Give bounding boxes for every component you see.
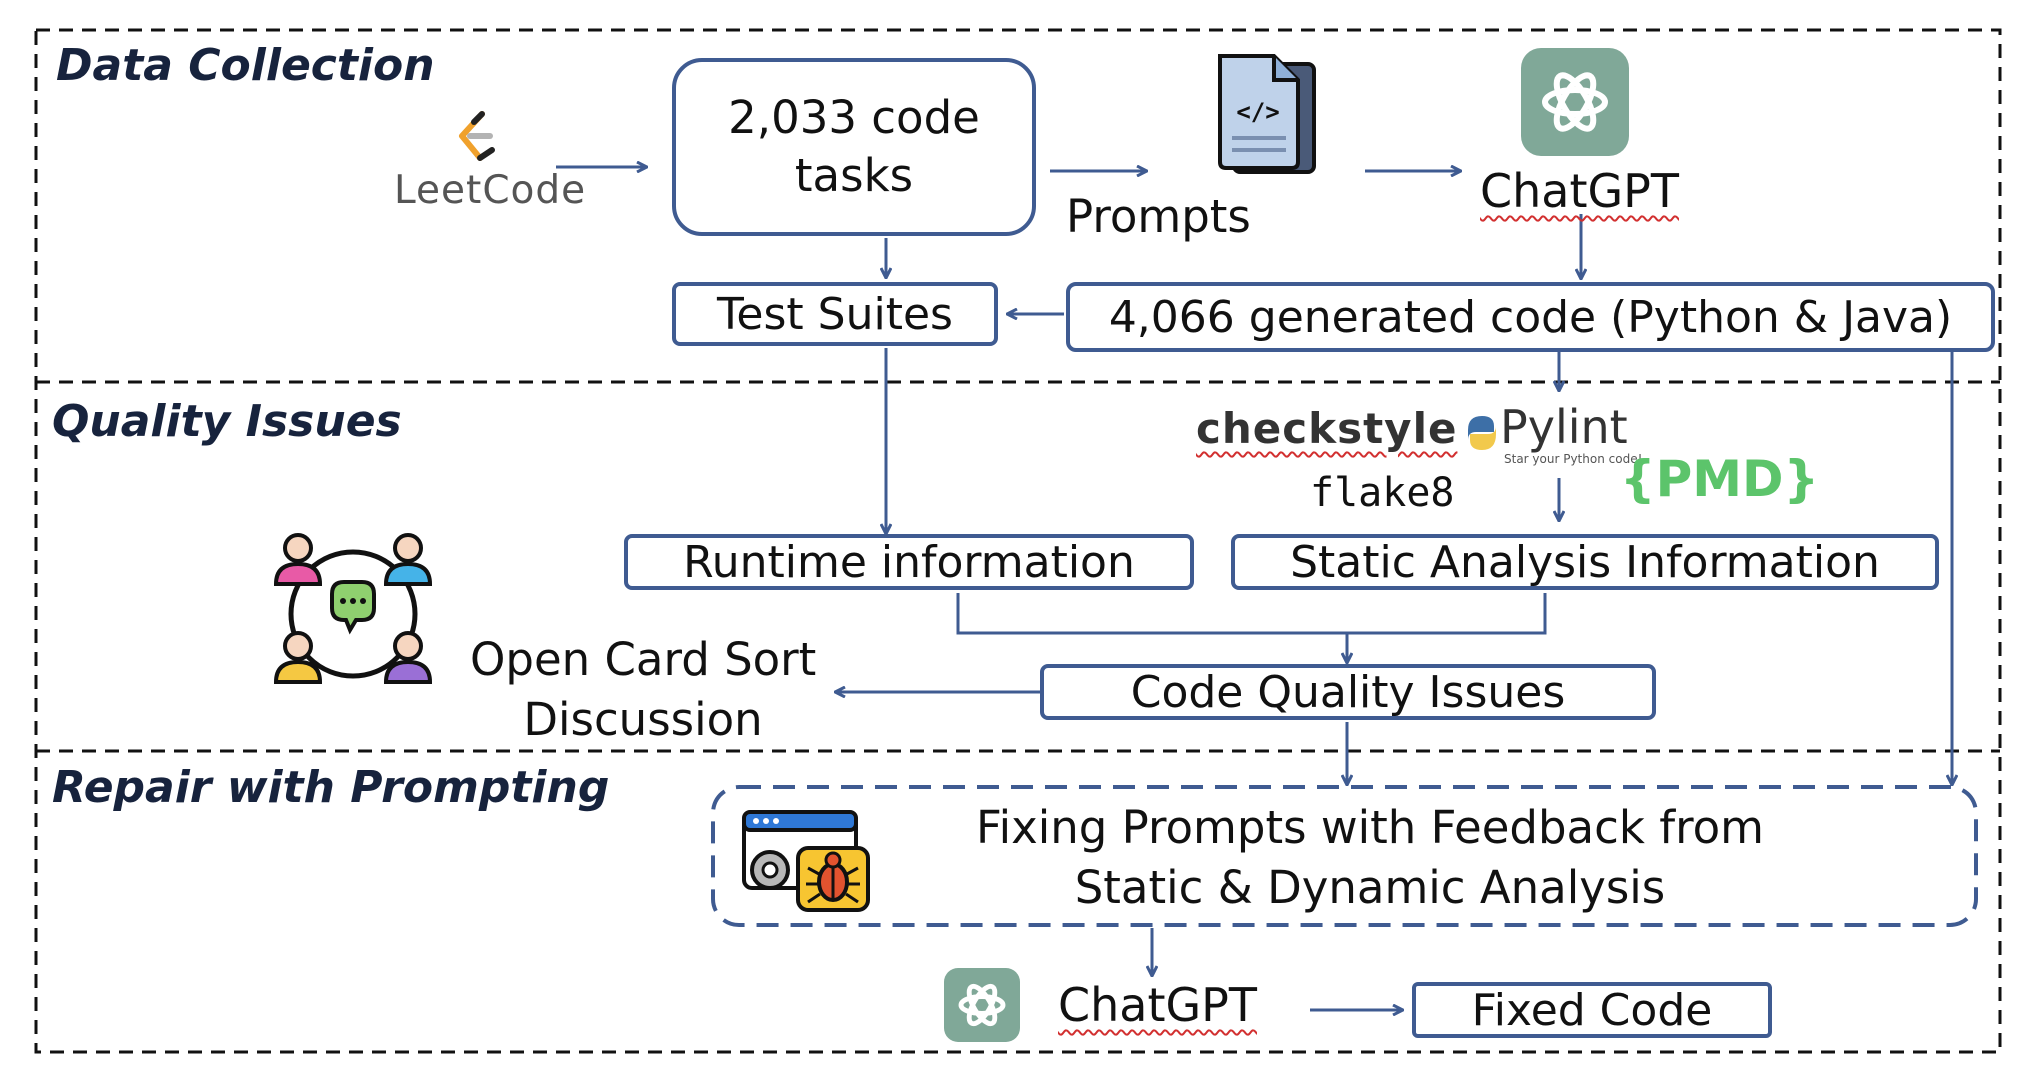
chatgpt-top-label-wrap: ChatGPT xyxy=(1480,164,1679,218)
code-tasks-line1: 2,033 code xyxy=(728,91,980,144)
fixing-prompts-line1: Fixing Prompts with Feedback from xyxy=(976,801,1764,854)
pmd-logo: {PMD} xyxy=(1620,450,1820,508)
open-card-sort-line2: Discussion xyxy=(523,693,763,746)
prompts-label: Prompts xyxy=(1066,190,1251,243)
outer-frame xyxy=(34,28,2002,1054)
fixing-prompts-label: Fixing Prompts with Feedback from Static… xyxy=(900,798,1840,918)
section-title-data-collection: Data Collection xyxy=(56,40,435,91)
code-quality-issues-box: Code Quality Issues xyxy=(1040,664,1656,720)
chatgpt-logo-tile-bottom xyxy=(944,968,1020,1042)
chatgpt-bottom-label: ChatGPT xyxy=(1058,978,1257,1032)
fixed-code-box: Fixed Code xyxy=(1412,982,1772,1038)
chatgpt-logo-tile-top xyxy=(1521,48,1629,156)
bug-settings-icon xyxy=(742,810,870,912)
leetcode-wordmark: LeetCode xyxy=(394,168,587,213)
svg-text:</>: </> xyxy=(1236,98,1279,126)
checkstyle-logo: checkstyle xyxy=(1196,404,1457,453)
runtime-info-box: Runtime information xyxy=(624,534,1194,590)
fixing-prompts-frame xyxy=(711,785,1978,927)
chatgpt-top-label: ChatGPT xyxy=(1480,164,1679,218)
pylint-wordmark: Pylint xyxy=(1500,400,1628,454)
section-title-quality-issues: Quality Issues xyxy=(52,396,402,447)
pylint-tagline: Star your Python code! xyxy=(1504,452,1643,466)
section-title-repair: Repair with Prompting xyxy=(52,762,610,813)
python-logo-icon xyxy=(1468,416,1496,450)
generated-code-box: 4,066 generated code (Python & Java) xyxy=(1066,282,1995,352)
code-tasks-box: 2,033 code tasks xyxy=(672,58,1036,236)
chatgpt-logo-icon xyxy=(958,983,1006,1027)
checkstyle-wordmark: checkstyle xyxy=(1196,404,1458,453)
test-suites-box: Test Suites xyxy=(672,282,998,346)
leetcode-logo-icon xyxy=(459,111,495,161)
static-info-box: Static Analysis Information xyxy=(1231,534,1939,590)
open-card-sort-label: Open Card Sort Discussion xyxy=(470,630,816,750)
document-code-icon: </> xyxy=(1218,54,1316,174)
merge-connector xyxy=(956,593,1547,635)
chatgpt-logo-icon xyxy=(1542,72,1608,132)
open-card-sort-line1: Open Card Sort xyxy=(470,633,817,686)
code-tasks-line2: tasks xyxy=(794,149,914,202)
fixing-prompts-line2: Static & Dynamic Analysis xyxy=(1074,861,1666,914)
people-discussion-icon xyxy=(273,533,433,684)
chatgpt-bottom-label-wrap: ChatGPT xyxy=(1058,978,1257,1032)
flake8-wordmark: flake8 xyxy=(1310,470,1455,516)
